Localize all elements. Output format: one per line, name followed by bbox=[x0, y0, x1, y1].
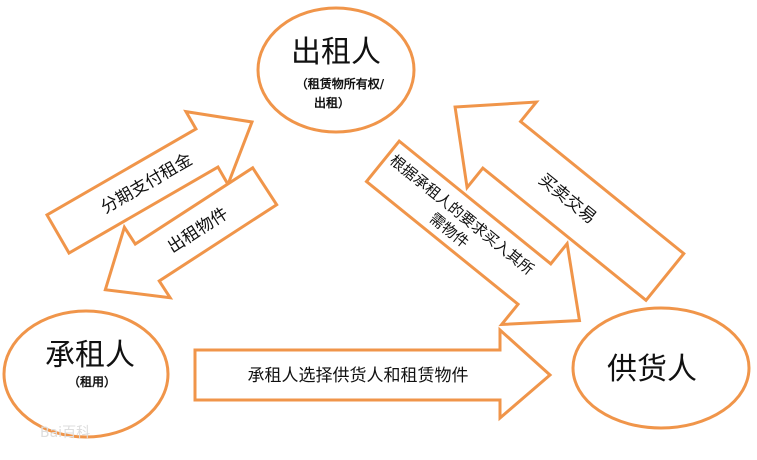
node-lessor: 出租人 （租赁物所有权/ 出租） bbox=[256, 6, 416, 134]
lessee-title: 承租人 bbox=[45, 338, 135, 373]
node-supplier: 供货人 bbox=[571, 306, 751, 430]
lessee-sub: （租用） bbox=[68, 374, 116, 389]
arrow-select: 承租人选择供货人和租赁物件 bbox=[193, 326, 553, 422]
supplier-title: 供货人 bbox=[607, 352, 697, 387]
lessor-title: 出租人 bbox=[291, 35, 381, 70]
watermark: Bai百科 bbox=[40, 425, 90, 441]
node-lessee: 承租人 （租用） bbox=[2, 309, 170, 439]
lessor-sub1: （租赁物所有权/ bbox=[296, 76, 385, 91]
lessor-sub2: 出租） bbox=[314, 95, 350, 110]
select-label: 承租人选择供货人和租赁物件 bbox=[248, 366, 469, 386]
arrow-trade: 买卖交易 bbox=[453, 100, 686, 303]
